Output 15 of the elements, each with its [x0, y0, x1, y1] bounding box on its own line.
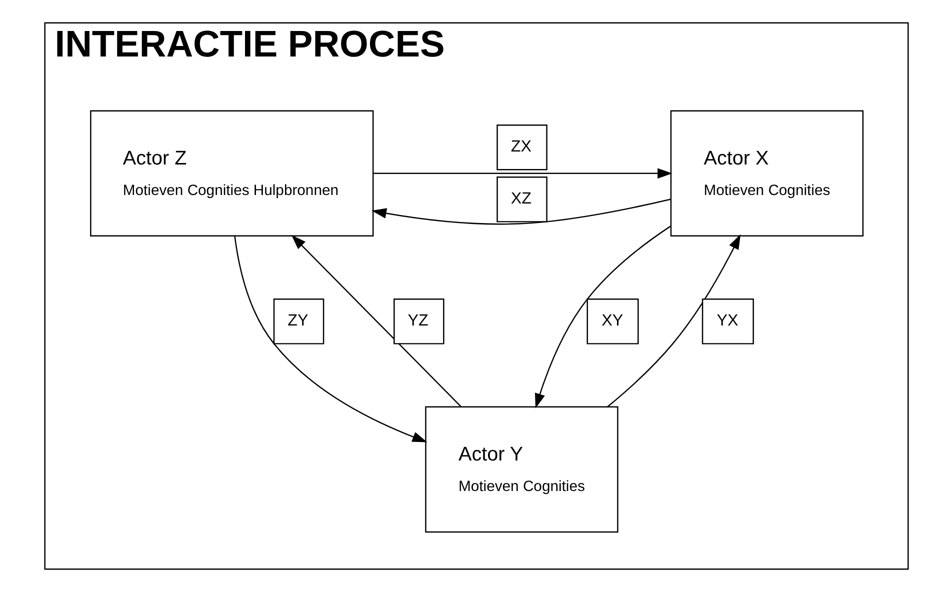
edge-label: XY — [601, 312, 623, 330]
edge-label: YX — [716, 312, 738, 330]
arrow — [606, 234, 740, 408]
arrow — [372, 168, 672, 179]
node-box: Actor Z Motieven Cognities Hulpbronnen — [90, 110, 374, 237]
edge-label: ZX — [510, 138, 531, 156]
arrow — [234, 236, 427, 442]
edge-label: YZ — [407, 312, 428, 330]
arrow — [290, 234, 461, 408]
arrow — [534, 226, 670, 408]
edge-label: XZ — [510, 190, 531, 208]
arrow — [371, 198, 670, 225]
node-box: Actor Y Motieven Cognities — [424, 406, 618, 533]
node-box: Actor X Motieven Cognities — [670, 110, 864, 237]
edge-label: ZY — [287, 312, 308, 330]
